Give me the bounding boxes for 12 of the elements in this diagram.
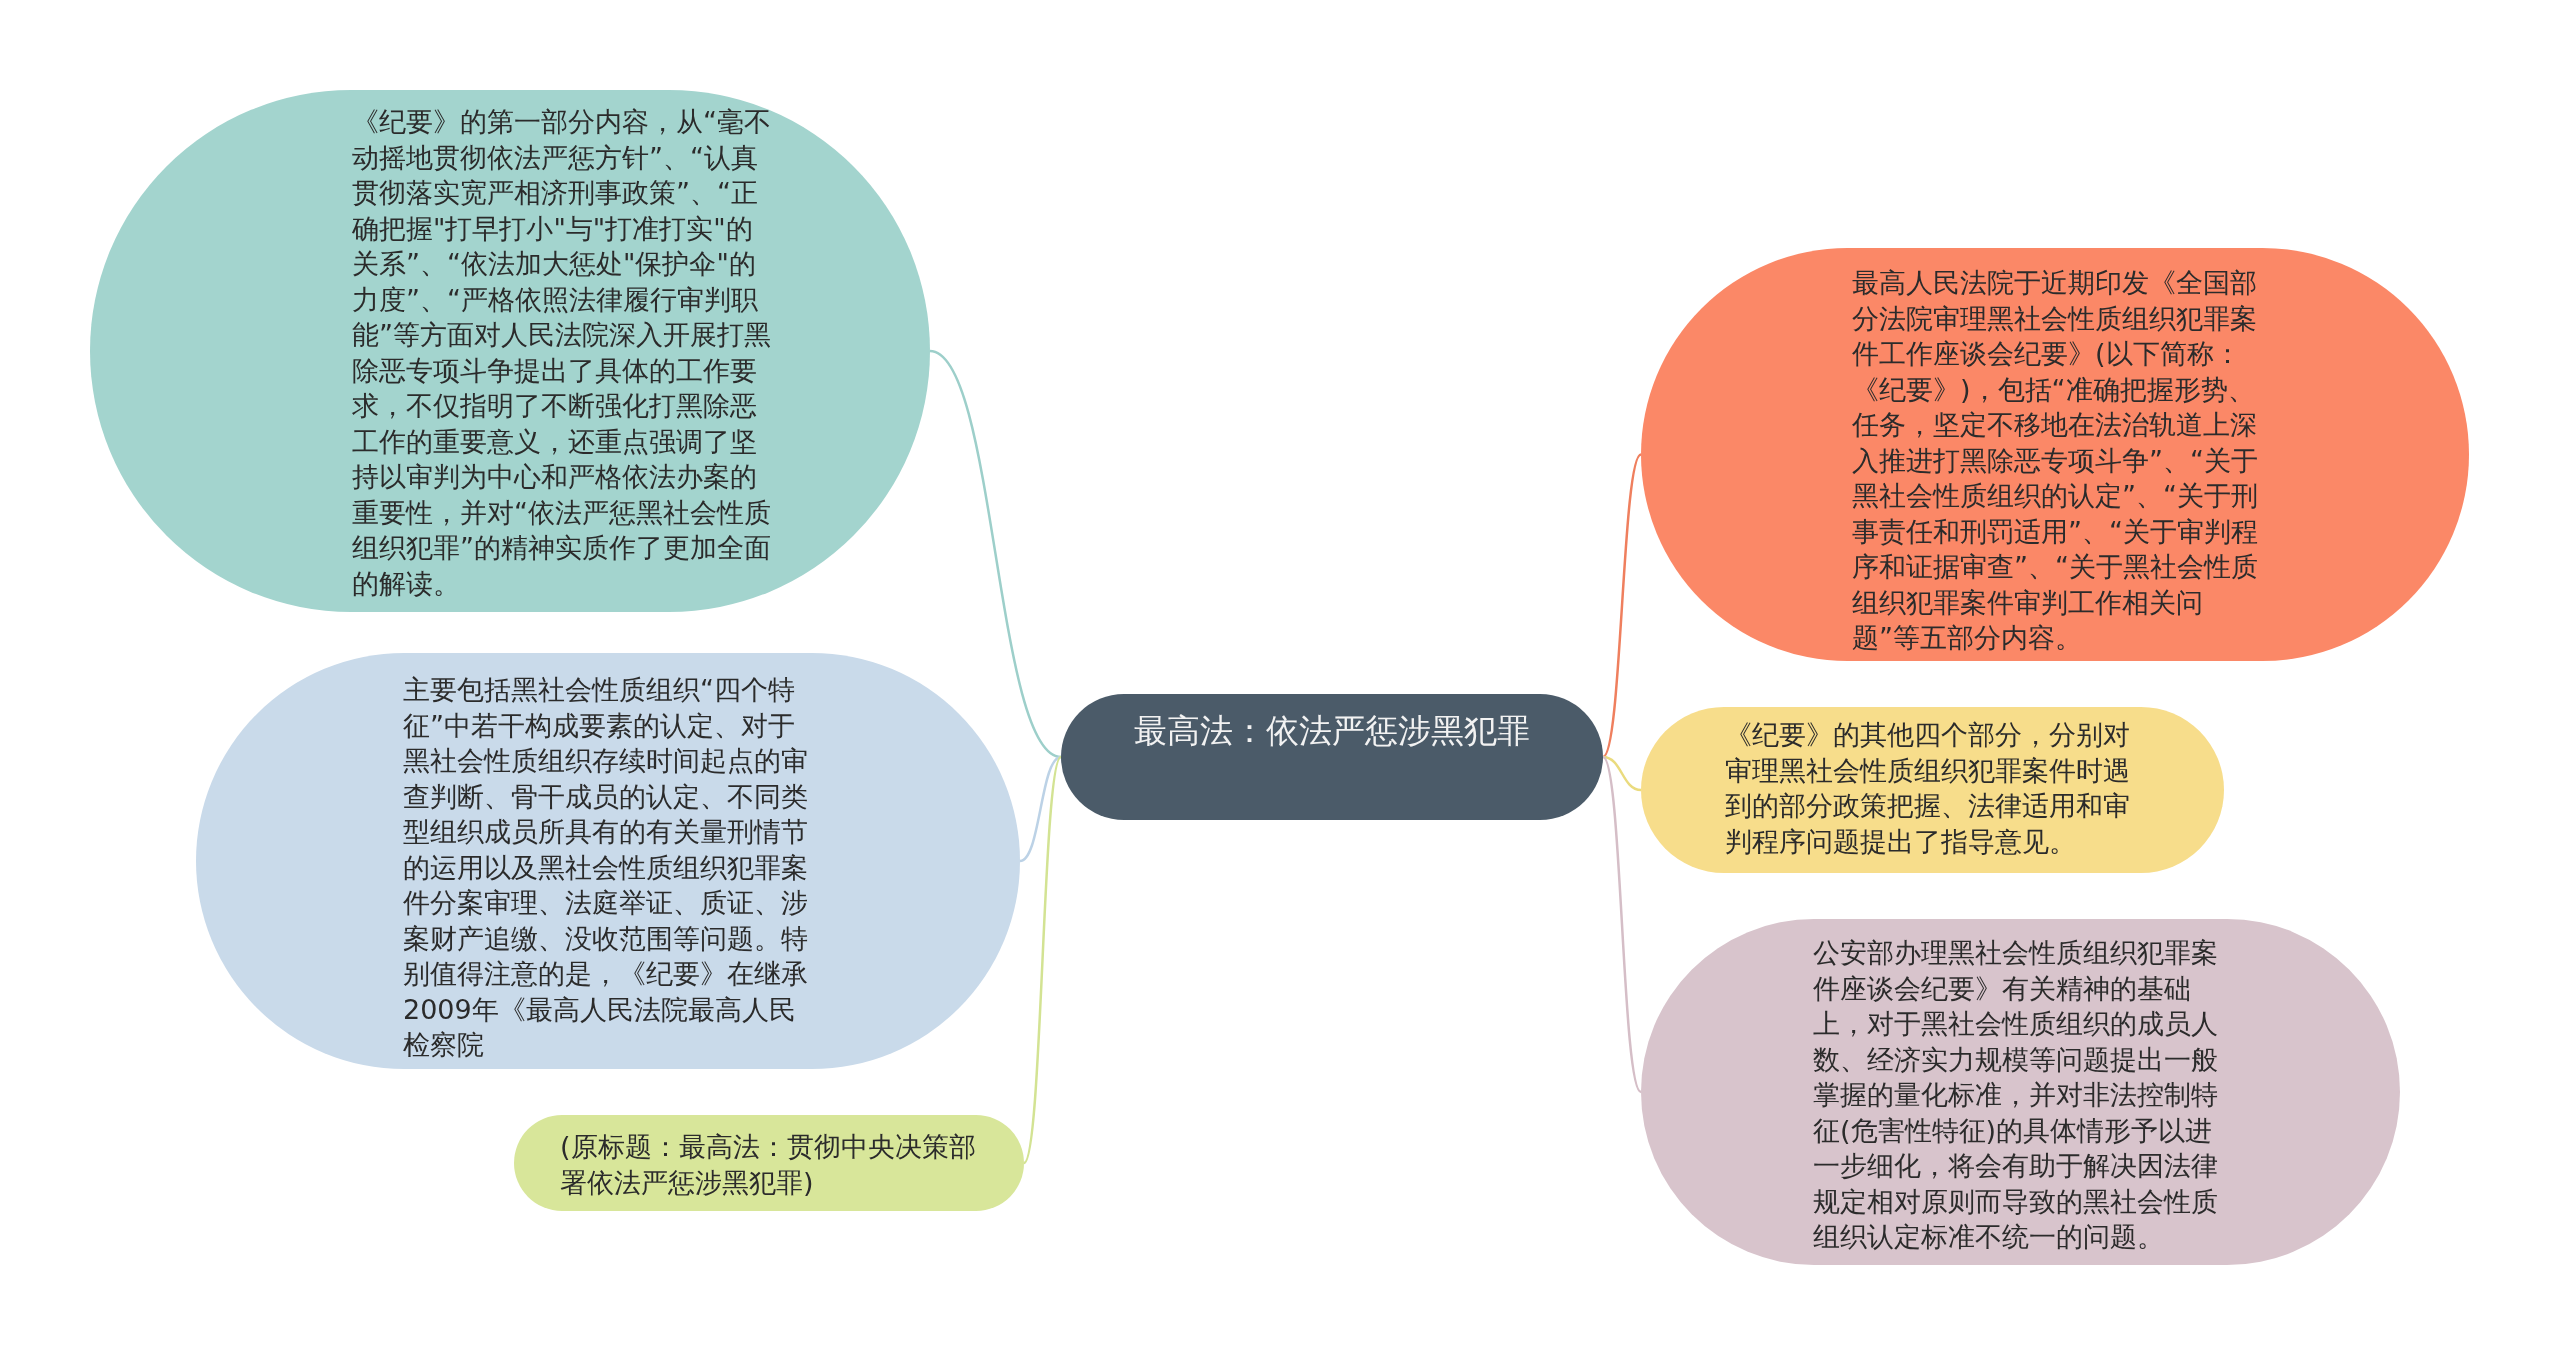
connector-line [1601,756,1643,1093]
bubble-text: 公安部办理黑社会性质组织犯罪案件座谈会纪要》有关精神的基础上，对于黑社会性质组织的成员人数、经济实力规模等问题提出一般掌握的量化标准，并对非法控制特征(危害性特征)的具体情形予以进一步细化，将会有助于解决因法律规定相对原则而导致的黑社会性质组织认定标准不统一的问题。 [1813,936,2219,1254]
bubble-text: 《纪要》的其他四个部分，分别对审理黑社会性质组织犯罪案件时遇到的部分政策把握、法律适用和审判程序问题提出了指导意见。 [1725,718,2131,859]
connector-line [1602,755,1642,792]
connector-line [1022,756,1063,1164]
topic-text: 最高法：依法严惩涉黑犯罪 [1133,710,1531,752]
bubble-text: 主要包括黑社会性质组织“四个特征”中若干构成要素的认定、对于黑社会性质组织存续时间起点的审查判断、骨干成员的认定、不同类型组织成员所具有的有关量刑情节的运用以及黑社会性质组织犯罪案件分案审理、法庭举证、质证、涉案财产追缴、没收范围等问题。特别值得注意的是，《纪要》在继承2009年《最高人民法院最高人民检察院 [403,673,809,1062]
bubble-text: 最高人民法院于近期印发《全国部分法院审理黑社会性质组织犯罪案件工作座谈会纪要》(以下简称：《纪要》)，包括“准确把握形势、任务，坚定不移地在法治轨道上深入推进打黑除恶专项斗争”、“关于黑社会性质组织的认定”、“关于刑事责任和刑罚适用”、“关于审判程序和证据审查”、“关于黑社会性质组织犯罪案件审判工作相关问题”等五部分内容。 [1852,266,2259,655]
connector-line [1602,453,1642,758]
bubble-text: 《纪要》的第一部分内容，从“毫不动摇地贯彻依法严惩方针”、“认真贯彻落实宽严相济刑事政策”、“正确把握"打早打小"与"打准打实"的关系”、“依法加大惩处"保护伞"的力度”、“严格依照法律履行审判职能”等方面对人民法院深入开展打黑除恶专项斗争提出了具体的工作要求，不仅指明了不断强化打黑除恶工作的重要意义，还重点强调了坚持以审判为中心和严格依法办案的重要性，并对“依法严惩黑社会性质组织犯罪”的精神实质作了更加全面的解读。 [352,105,772,601]
connector-line [1019,755,1062,863]
bubble-text: (原标题：最高法：贯彻中央决策部署依法严惩涉黑犯罪) [560,1130,977,1200]
